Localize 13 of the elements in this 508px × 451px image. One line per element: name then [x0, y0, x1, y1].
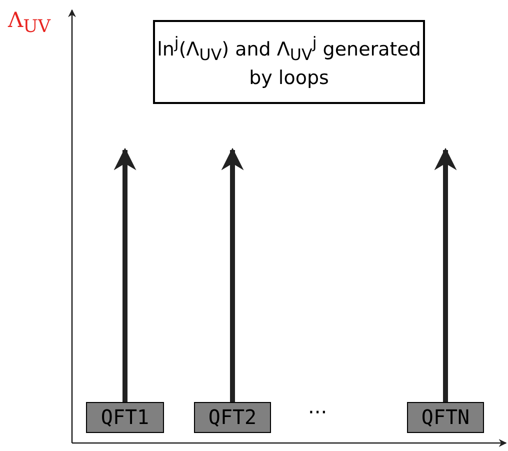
note-text: ln$^{j}$(Λ$_{UV}$) and Λ$_{UV}$$^{j}$ generated by loops: [156, 32, 422, 91]
box-label: QFT2: [208, 404, 257, 431]
arrow: [114, 148, 136, 402]
qft-box: [194, 402, 271, 433]
qft-box: [407, 402, 484, 433]
box-label: QFTN: [421, 404, 470, 431]
ellipsis: ···: [308, 400, 328, 424]
qft-box: [86, 402, 164, 433]
axis-label: Λ$_{UV}$: [8, 8, 51, 38]
box-label: QFT1: [100, 404, 150, 431]
arrow: [434, 148, 457, 402]
text-box: [153, 20, 425, 104]
arrow: [221, 148, 244, 402]
